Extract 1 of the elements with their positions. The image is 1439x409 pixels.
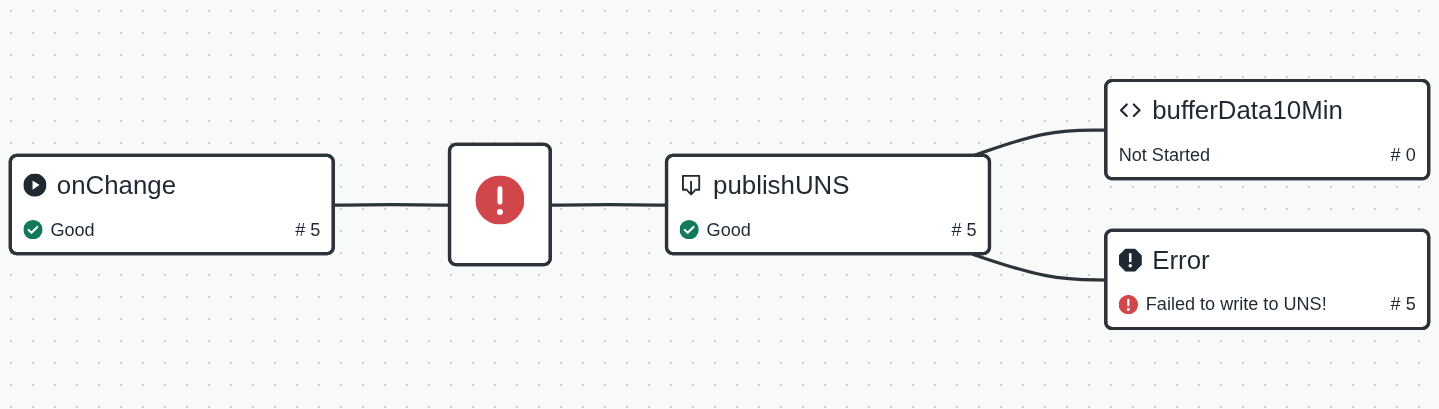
connector (972, 252, 1107, 282)
